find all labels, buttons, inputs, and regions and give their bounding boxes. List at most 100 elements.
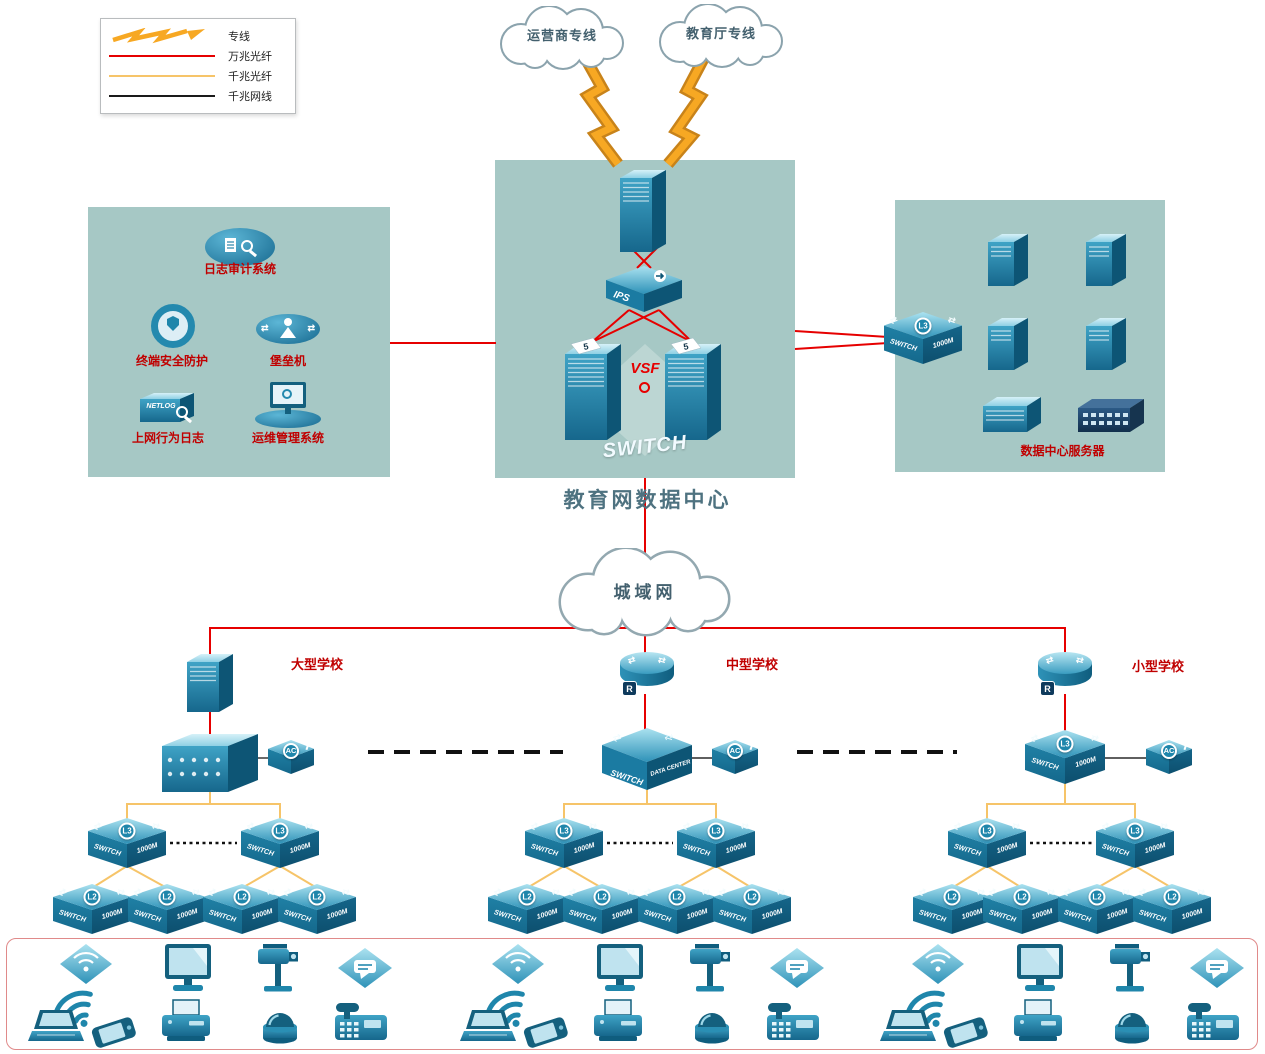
l2-badge: L2 xyxy=(518,888,536,906)
fax-phone-icon xyxy=(331,996,391,1044)
dome-camera-icon xyxy=(688,998,736,1044)
large-school-distribution-switch: ⇄ ⇄ SWITCH 1000M L3 xyxy=(241,818,319,868)
printer-icon xyxy=(590,998,646,1044)
log-audit-system-icon xyxy=(205,228,275,266)
switch-arrows-icon: ⇄ xyxy=(57,885,69,898)
icon-base xyxy=(255,410,321,428)
small-school-label: 小型学校 xyxy=(1131,659,1184,674)
large-school-access-switch: ⇄ ⇄ SWITCH 1000M L2 xyxy=(128,884,206,934)
wireless-ap-icon xyxy=(60,944,112,984)
switch-arrows-icon: ⇄ xyxy=(663,731,674,744)
core-firewall-tower xyxy=(620,168,666,252)
l3-badge: L3 xyxy=(978,822,996,840)
desktop-pc-icon xyxy=(592,944,648,994)
vsf-label: VSF xyxy=(630,360,660,377)
medium-school-distribution-switch: ⇄ ⇄ SWITCH 1000M L3 xyxy=(677,818,755,868)
metropolitan-area-network-cloud: 城域网 xyxy=(540,548,750,640)
endpoint-protection-icon xyxy=(151,304,195,348)
endpoint-protection-label: 终端安全防护 xyxy=(135,354,208,368)
switch-arrows-icon: ⇄ xyxy=(529,819,541,832)
fiber-10g-swatch xyxy=(109,54,221,57)
l3-badge: L3 xyxy=(271,822,289,840)
switch-arrows-icon: ⇄ xyxy=(207,885,219,898)
legend-item: 千兆网线 xyxy=(109,87,287,106)
netlog-label: 上网行为日志 xyxy=(131,431,204,445)
ips-device: IPS xyxy=(606,264,682,312)
medium-school-router: ⇄ ⇄ R xyxy=(620,652,674,696)
l3-badge: L3 xyxy=(1126,822,1144,840)
isp-dedicated-line-cloud: 运营商专线 xyxy=(487,6,637,72)
desktop-pc-icon xyxy=(1012,944,1068,994)
l3-badge: L3 xyxy=(914,317,932,335)
legend-label: 专线 xyxy=(228,30,250,43)
fiber-1g-swatch xyxy=(109,75,221,78)
legend-item: 万兆光纤 xyxy=(109,46,287,65)
copper-1g-swatch xyxy=(109,95,221,98)
l2-badge: L2 xyxy=(593,888,611,906)
l2-badge: L2 xyxy=(668,888,686,906)
small-school-access-switch: ⇄ ⇄ SWITCH 1000M L2 xyxy=(1058,884,1136,934)
l2-badge: L2 xyxy=(158,888,176,906)
small-school-access-switch: ⇄ ⇄ SWITCH 1000M L2 xyxy=(913,884,991,934)
datacenter-server xyxy=(988,316,1028,370)
switch-arrows-icon: ⇄ xyxy=(1100,819,1112,832)
medium-school-access-switch: ⇄ ⇄ SWITCH 1000M L2 xyxy=(713,884,791,934)
switch-arrows-icon: ⇄ xyxy=(717,885,729,898)
ops-management-label: 运维管理系统 xyxy=(251,431,324,445)
l2-badge: L2 xyxy=(233,888,251,906)
smartphone-icon xyxy=(940,1016,992,1050)
ac-badge: AC xyxy=(727,742,743,759)
l2-badge: L2 xyxy=(943,888,961,906)
printer-icon xyxy=(158,998,214,1044)
switch-arrows-icon: ⇄ xyxy=(987,885,999,898)
ops-management-icon xyxy=(255,382,321,428)
ips-label: IPS xyxy=(612,289,631,304)
server-banner-label: 5 xyxy=(583,341,590,352)
l2-badge: L2 xyxy=(83,888,101,906)
l2-badge: L2 xyxy=(1013,888,1031,906)
person-head-icon xyxy=(284,318,292,326)
switch-arrows-icon: ⇄ xyxy=(1137,885,1149,898)
dedicated-line-swatch xyxy=(109,27,221,44)
printer-icon xyxy=(1010,998,1066,1044)
switch-arrows-icon: ⇄ xyxy=(952,819,964,832)
l2-badge: L2 xyxy=(308,888,326,906)
l2-badge: L2 xyxy=(743,888,761,906)
l2-badge: L2 xyxy=(1088,888,1106,906)
legend: 专线 万兆光纤 千兆光纤 千兆网线 xyxy=(100,18,296,114)
monitor-stand xyxy=(285,408,291,414)
router-badge: R xyxy=(1040,681,1055,696)
message-terminal-icon xyxy=(1190,948,1244,988)
netlog-device: NETLOG xyxy=(140,390,194,422)
switch-arrows-icon: ⇄ xyxy=(132,885,144,898)
lightning-swatch-icon xyxy=(112,27,205,43)
switch-arrows-icon: ⇄ xyxy=(245,819,257,832)
datacenter-server xyxy=(988,232,1028,286)
medium-school-access-switch: ⇄ ⇄ SWITCH 1000M L2 xyxy=(638,884,716,934)
large-school-distribution-switch: ⇄ ⇄ SWITCH 1000M L3 xyxy=(88,818,166,868)
switch-arrows-icon: ⇄ xyxy=(612,732,623,745)
datacenter-access-switch: ⇄ ⇄ SWITCH 1000M L3 xyxy=(884,312,962,364)
switch-arrows-icon: ⇄ xyxy=(567,885,579,898)
large-school-access-switch: ⇄ ⇄ SWITCH 1000M L2 xyxy=(53,884,131,934)
netlog-device-label: NETLOG xyxy=(146,403,176,410)
wireless-controller-ac: AC xyxy=(268,739,314,774)
large-school-core-switch xyxy=(162,730,258,792)
switch-arrows-icon: ⇄ xyxy=(92,819,104,832)
gear-icon xyxy=(282,389,292,399)
datacenter-title: 教育网数据中心 xyxy=(563,488,732,512)
ac-badge: AC xyxy=(1161,742,1177,759)
router-arrows-icon: ⇄ xyxy=(626,654,637,666)
legend-item: 专线 xyxy=(109,26,287,45)
ring-icon xyxy=(151,304,195,348)
message-terminal-icon xyxy=(770,948,824,988)
ac-badge: AC xyxy=(283,742,299,759)
legend-label: 万兆光纤 xyxy=(228,50,272,63)
ptz-camera-icon xyxy=(253,944,303,994)
person-body-icon xyxy=(280,327,296,338)
laptop-icon xyxy=(460,1010,518,1046)
l3-badge: L3 xyxy=(118,822,136,840)
shield-icon xyxy=(167,316,179,331)
legend-label: 千兆网线 xyxy=(228,91,272,104)
vsf-core-server-1: 5 xyxy=(565,336,621,440)
